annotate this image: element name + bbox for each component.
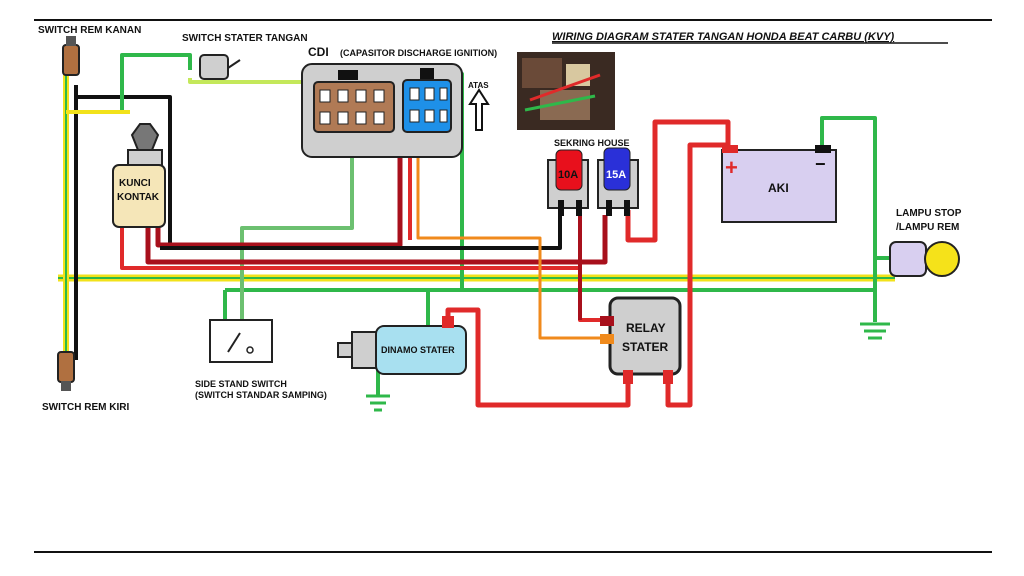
arrow-up-icon bbox=[468, 88, 490, 131]
label-switch-rem-kiri: SWITCH REM KIRI bbox=[42, 402, 129, 413]
label-switch-standar-samping: (SWITCH STANDAR SAMPING) bbox=[195, 390, 327, 400]
switch-rem-kiri bbox=[57, 351, 75, 391]
wire-darkred-kontak-fuse bbox=[145, 215, 608, 265]
wire-green-battery-negative bbox=[820, 116, 877, 290]
label-lampu-stop: LAMPU STOP bbox=[896, 208, 962, 219]
switch-stater-tangan bbox=[199, 54, 241, 80]
ground-icon-dinamo bbox=[366, 394, 390, 412]
label-cdi-full: (CAPASITOR DISCHARGE IGNITION) bbox=[340, 48, 497, 58]
side-stand-switch bbox=[209, 319, 273, 363]
label-switch-rem-kanan: SWITCH REM KANAN bbox=[38, 25, 141, 36]
wire-red-relay-dinamo bbox=[445, 307, 631, 408]
wire-orange-relay bbox=[416, 100, 610, 340]
wire-red-relay-battery bbox=[665, 142, 728, 408]
lampu-stop bbox=[889, 241, 960, 277]
label-fuse-15a: 15A bbox=[606, 169, 626, 181]
label-aki: AKI bbox=[768, 181, 789, 195]
wire-green-ground-bus bbox=[223, 288, 877, 330]
label-relay: RELAY bbox=[626, 321, 666, 335]
label-lampu-rem: /LAMPU REM bbox=[896, 222, 959, 233]
label-cdi: CDI bbox=[308, 45, 329, 59]
label-kunci: KUNCI bbox=[119, 178, 151, 189]
wire-green-sidestand bbox=[240, 118, 354, 330]
dinamo-stater bbox=[337, 316, 467, 375]
label-sekring-house: SEKRING HOUSE bbox=[554, 138, 630, 148]
label-aki-minus: − bbox=[815, 154, 826, 174]
label-switch-stater-tangan: SWITCH STATER TANGAN bbox=[182, 33, 308, 44]
bulb-icon bbox=[924, 241, 960, 277]
label-kontak: KONTAK bbox=[117, 192, 160, 203]
wire-green-switch bbox=[72, 53, 192, 114]
wire-red-battery-positive bbox=[625, 119, 731, 243]
fuse-10a bbox=[547, 149, 589, 216]
wire-black-brake bbox=[76, 95, 172, 245]
label-fuse-10a: 10A bbox=[558, 169, 578, 181]
diagram-title: WIRING DIAGRAM STATER TANGAN HONDA BEAT … bbox=[552, 31, 895, 43]
cdi-unit bbox=[301, 63, 463, 158]
label-atas: ATAS bbox=[468, 81, 489, 90]
relay-stater bbox=[600, 296, 682, 384]
aki-battery bbox=[721, 145, 837, 223]
wire-black-fuse bbox=[160, 215, 562, 250]
label-side-stand-switch: SIDE STAND SWITCH bbox=[195, 379, 287, 389]
label-stater: STATER bbox=[622, 340, 669, 354]
label-dinamo-stater: DINAMO STATER bbox=[381, 345, 455, 355]
photo-thumbnail bbox=[517, 52, 615, 130]
key-icon bbox=[130, 123, 160, 151]
ground-icon-right bbox=[860, 322, 890, 340]
fuse-15a bbox=[597, 147, 639, 216]
kunci-kontak bbox=[112, 123, 166, 228]
switch-rem-kanan bbox=[62, 36, 80, 76]
label-aki-plus: + bbox=[725, 155, 738, 180]
